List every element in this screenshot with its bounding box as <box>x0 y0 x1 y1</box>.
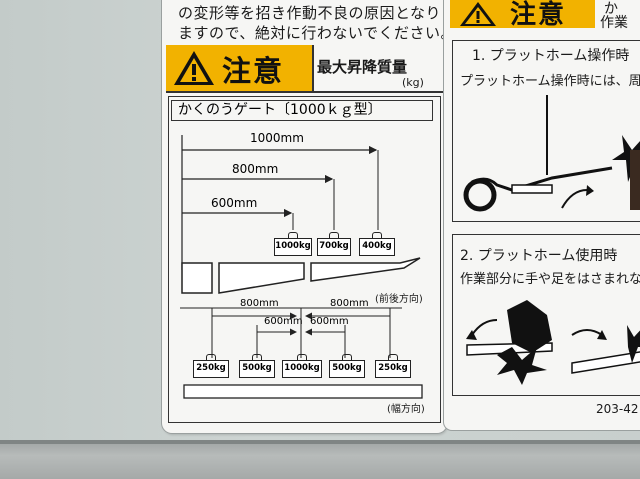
capacity-sticker: の変形等を招き作動不良の原因となり ますので、絶対に行わないでください。 注意 … <box>162 0 455 433</box>
warning-word: 注意 <box>222 54 285 88</box>
section1-text: プラットホーム操作時には、周囲 <box>460 74 640 89</box>
dim-600mm-right: 600mm <box>310 316 349 327</box>
section1-frame <box>452 40 640 222</box>
weight-1000kg-center: 1000kg <box>282 354 322 378</box>
dim-600mm: 600mm <box>211 196 258 210</box>
warning-word-right: 注意 <box>510 0 567 30</box>
dim-1000mm: 1000mm <box>250 131 304 145</box>
max-lift-unit: (kg) <box>402 76 424 89</box>
header-bottom-line <box>166 91 443 93</box>
warning-triangle-icon <box>174 51 214 85</box>
header-divider <box>312 45 314 91</box>
warning-triangle-icon <box>460 2 496 26</box>
diagram-frame <box>168 96 441 423</box>
dim-800mm-right: 800mm <box>330 298 369 309</box>
weight-700kg-top: 700kg <box>317 232 351 256</box>
max-lift-title: 最大昇降質量 <box>317 58 408 76</box>
direction-width: (幅方向) <box>387 404 425 415</box>
top-fragment-2: 作業 <box>600 15 628 31</box>
operation-warning-sticker: 注意 か 作業 1. プラットホーム操作時 プラットホーム操作時には、周囲 2.… <box>444 0 640 430</box>
section2-title: 2. プラットホーム使用時 <box>460 248 618 264</box>
platform-operation-illustration <box>463 95 640 212</box>
weight-1000kg-top: 1000kg <box>274 232 312 256</box>
weight-250kg-left: 250kg <box>193 354 229 378</box>
weight-250kg-right: 250kg <box>375 354 411 378</box>
pinch-hazard-illustration <box>466 300 640 385</box>
direction-front-back: (前後方向) <box>375 294 423 305</box>
section2-text: 作業部分に手や足をはさまれない <box>460 272 640 287</box>
dim-800mm: 800mm <box>232 162 279 176</box>
weight-500kg-right: 500kg <box>329 354 365 378</box>
top-fragment: か <box>604 1 618 17</box>
section1-title: 1. プラットホーム操作時 <box>472 48 630 64</box>
dim-600mm-left: 600mm <box>264 316 303 327</box>
model-title: かくのうゲート〔1000ｋｇ型〕 <box>171 100 433 121</box>
sticker-code: 203-42 <box>596 402 639 416</box>
top-line-2: ますので、絶対に行わないでください。 <box>178 24 456 42</box>
dim-800mm-left: 800mm <box>240 298 279 309</box>
weight-400kg-top: 400kg <box>359 232 395 256</box>
top-dimension-lines <box>180 135 423 399</box>
weight-500kg-left: 500kg <box>239 354 275 378</box>
top-line-1: の変形等を招き作動不良の原因となり <box>178 4 442 22</box>
section2-frame <box>452 234 640 396</box>
ground-strip <box>0 440 640 479</box>
